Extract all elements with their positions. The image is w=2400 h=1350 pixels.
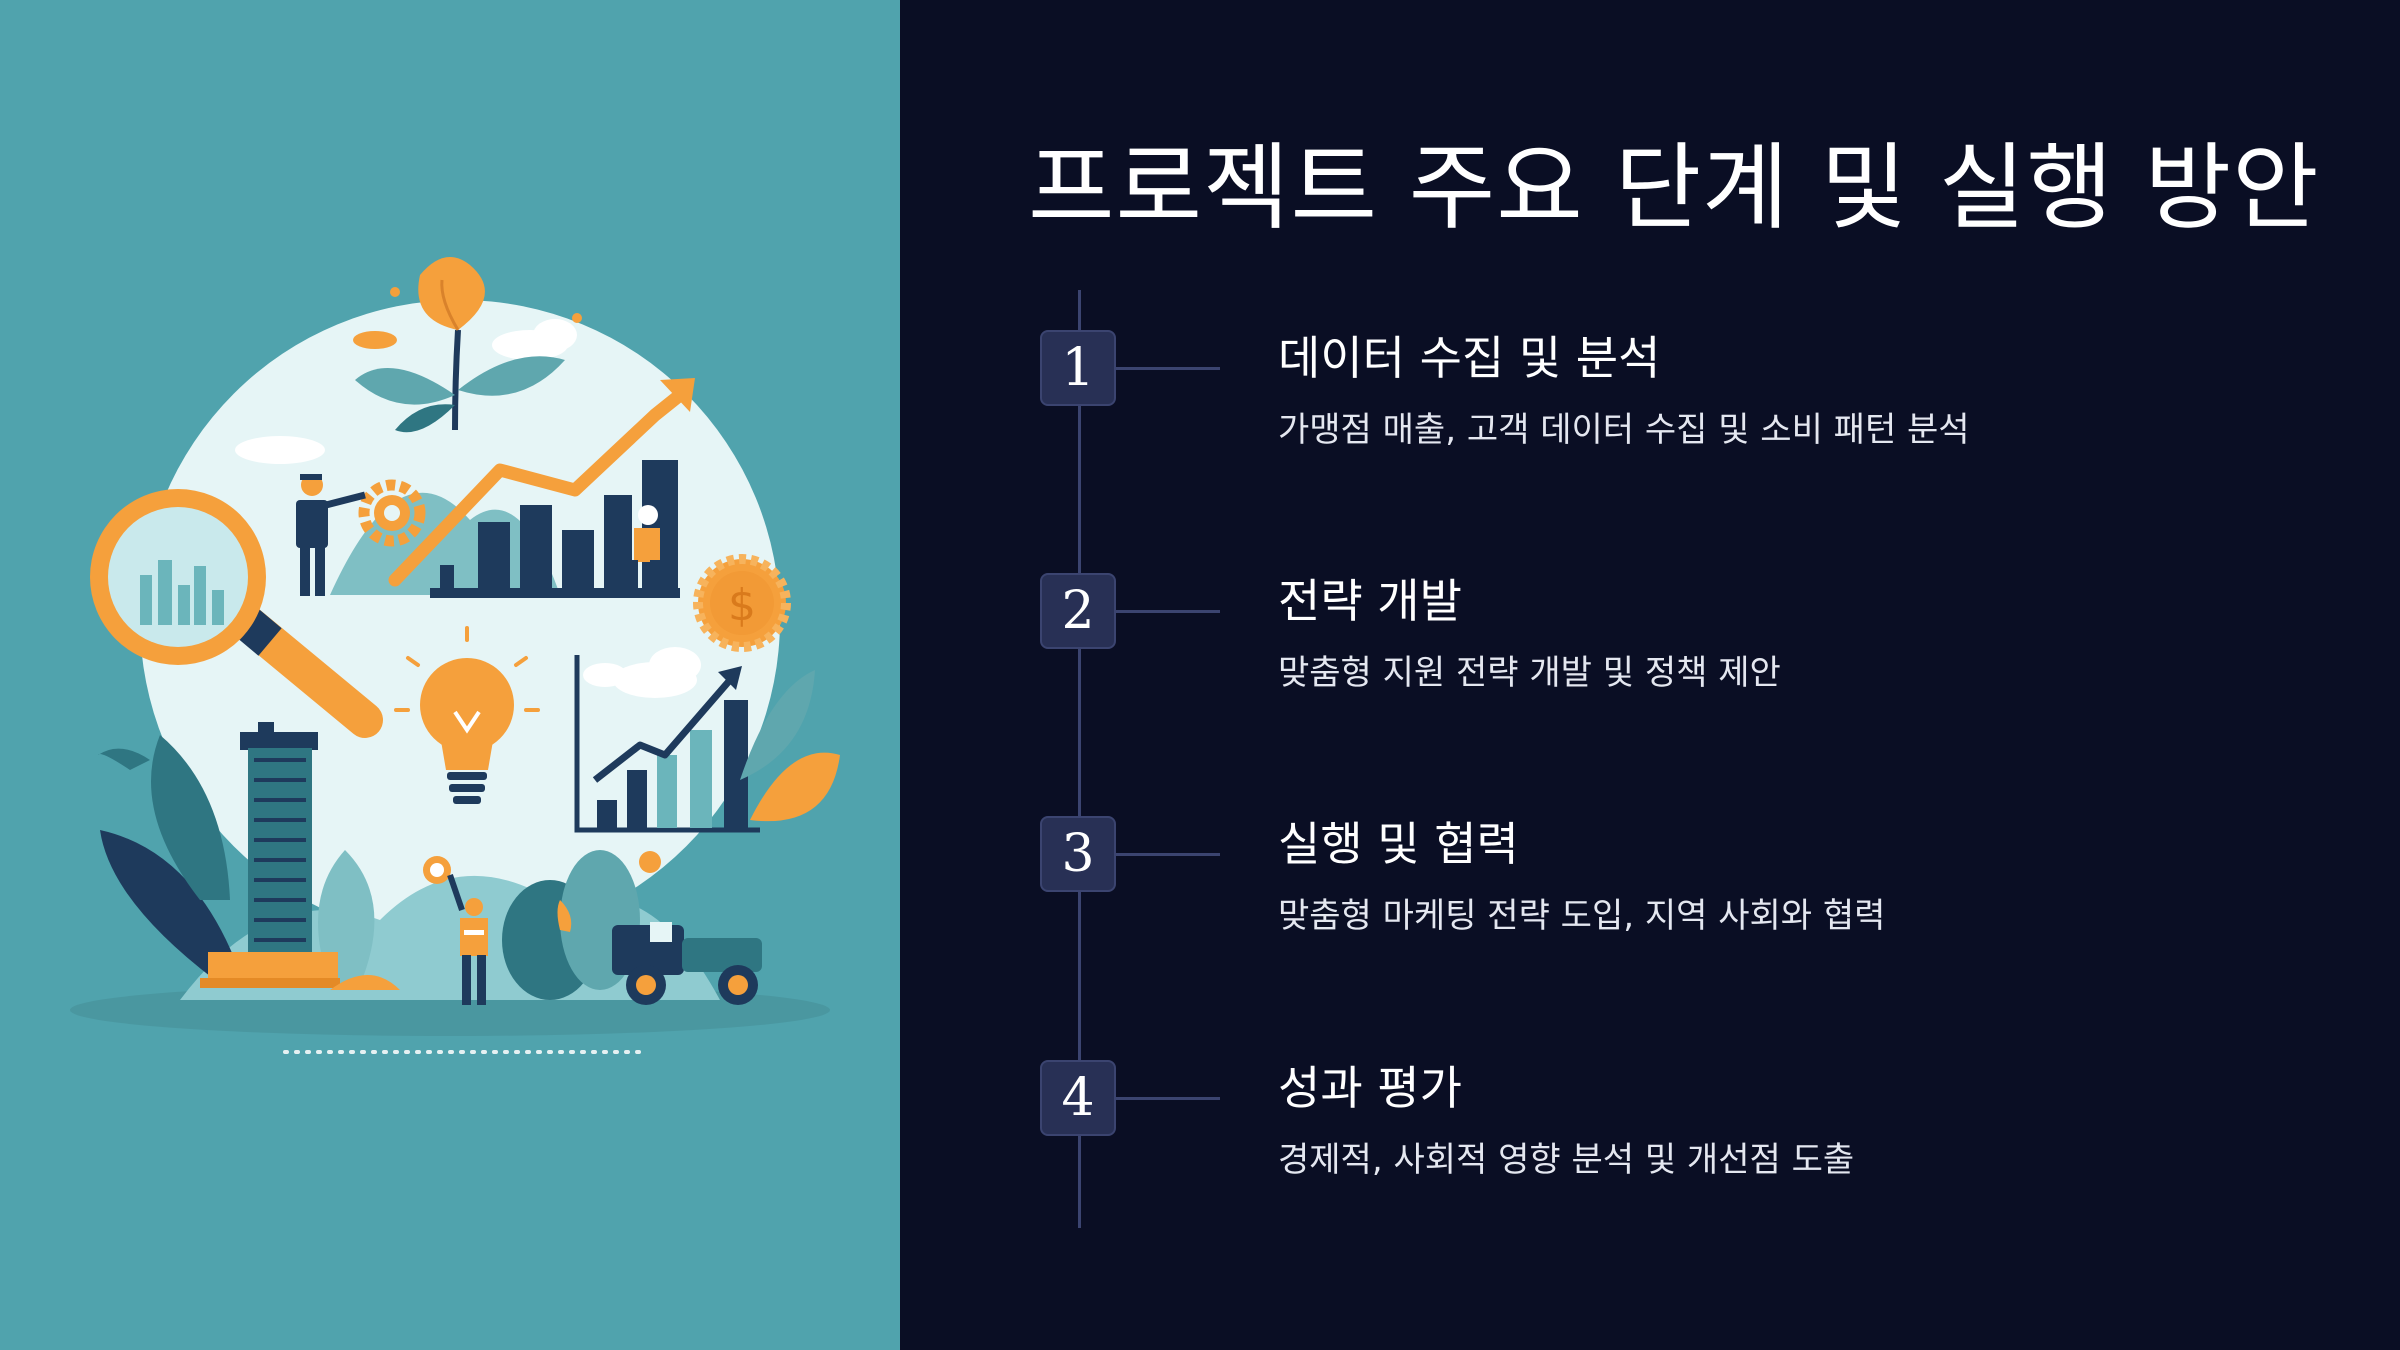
step-connector xyxy=(1116,1097,1220,1100)
lightbulb-icon xyxy=(394,626,540,804)
timeline-step-3: 3 실행 및 협력 맞춤형 마케팅 전략 도입, 지역 사회와 협력 xyxy=(1038,816,2338,976)
step-connector xyxy=(1116,610,1220,613)
step-description: 가맹점 매출, 고객 데이터 수집 및 소비 패턴 분석 xyxy=(1278,410,1970,450)
timeline-step-4: 4 성과 평가 경제적, 사회적 영향 분석 및 개선점 도출 xyxy=(1038,1060,2338,1220)
timeline-line xyxy=(1078,290,1081,1228)
step-title: 데이터 수집 및 분석 xyxy=(1278,331,1661,385)
step-number-badge: 1 xyxy=(1040,330,1116,406)
cloud-icon xyxy=(235,319,701,698)
illustration-panel: $ xyxy=(0,0,900,1350)
step-number-badge: 4 xyxy=(1040,1060,1116,1136)
slide-title: 프로젝트 주요 단계 및 실행 방안 xyxy=(1028,134,2320,243)
plant-icon xyxy=(355,257,565,433)
step-description: 맞춤형 마케팅 전략 도입, 지역 사회와 협력 xyxy=(1278,896,1886,936)
step-description: 맞춤형 지원 전략 개발 및 정책 제안 xyxy=(1278,653,1781,693)
step-title: 실행 및 협력 xyxy=(1278,817,1519,871)
gear-icon xyxy=(358,479,426,547)
timeline-step-2: 2 전략 개발 맞춤형 지원 전략 개발 및 정책 제안 xyxy=(1038,573,2338,733)
step-number-badge: 2 xyxy=(1040,573,1116,649)
dollar-coin-icon: $ xyxy=(693,554,791,652)
content-panel: 프로젝트 주요 단계 및 실행 방안 1 데이터 수집 및 분석 가맹점 매출,… xyxy=(900,0,2400,1350)
business-growth-illustration: $ xyxy=(70,257,840,1054)
leaf-icon xyxy=(740,670,840,822)
step-connector xyxy=(1116,367,1220,370)
step-title: 성과 평가 xyxy=(1278,1061,1462,1115)
step-description: 경제적, 사회적 영향 분석 및 개선점 도출 xyxy=(1278,1140,1855,1180)
growth-chart-icon xyxy=(574,655,760,833)
timeline-step-1: 1 데이터 수집 및 분석 가맹점 매출, 고객 데이터 수집 및 소비 패턴 … xyxy=(1038,330,2338,490)
worker-figure xyxy=(628,505,660,590)
svg-text:$: $ xyxy=(728,580,756,631)
magnifying-glass-icon xyxy=(90,489,383,738)
step-connector xyxy=(1116,853,1220,856)
step-title: 전략 개발 xyxy=(1278,574,1462,628)
step-number-badge: 3 xyxy=(1040,816,1116,892)
truck-icon xyxy=(612,851,762,1005)
skyscraper-icon xyxy=(200,722,400,990)
leaf-icon xyxy=(98,735,375,985)
growth-arrow-icon xyxy=(388,378,695,587)
worker-figure xyxy=(296,474,366,596)
worker-figure xyxy=(423,856,488,1005)
